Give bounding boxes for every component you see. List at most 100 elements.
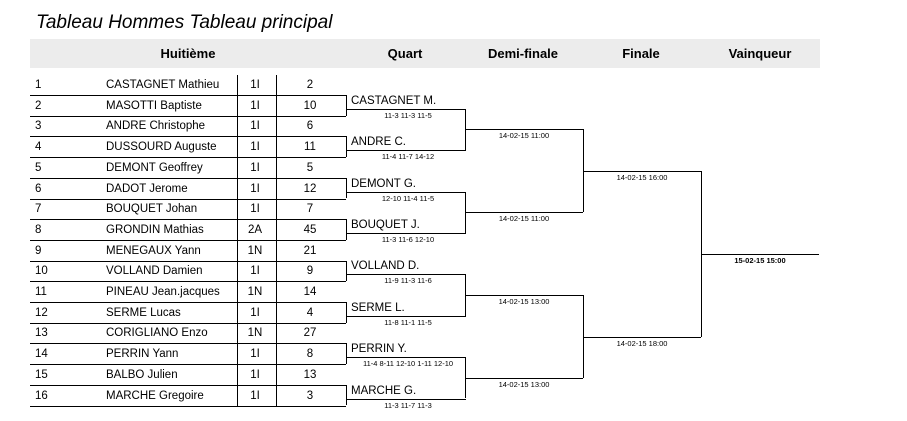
player-name: SERME Lucas xyxy=(106,306,181,319)
semi-date: 14-02-15 11:00 xyxy=(498,131,550,140)
header-huitieme: Huitième xyxy=(160,46,216,61)
player-rank: 4 xyxy=(306,306,314,319)
quarter-line xyxy=(346,191,466,193)
bracket-connector xyxy=(346,384,347,406)
player-level: 1I xyxy=(250,79,260,91)
header-vainqueur: Vainqueur xyxy=(728,46,792,61)
bracket-connector xyxy=(346,136,347,158)
quarter-line xyxy=(346,398,466,400)
quarter-score: 12-10 11-4 11-5 xyxy=(381,193,435,203)
player-level: 1I xyxy=(250,348,260,361)
player-name: GRONDIN Mathias xyxy=(106,223,204,236)
player-number: 9 xyxy=(35,244,42,257)
winner-line xyxy=(701,254,819,255)
player-level: 1I xyxy=(250,161,260,174)
final-line xyxy=(583,171,701,172)
quarter-line xyxy=(346,315,466,317)
player-number: 8 xyxy=(35,223,42,236)
player-number: 7 xyxy=(35,203,42,216)
quarter-line xyxy=(346,108,466,110)
player-name: DUSSOURD Auguste xyxy=(106,141,217,154)
bracket-connector xyxy=(465,357,466,399)
bracket-connector xyxy=(583,129,584,212)
player-number: 5 xyxy=(35,161,42,174)
player-rank: 14 xyxy=(303,286,317,298)
quarter-score: 11-3 11-7 11-3 xyxy=(384,400,432,410)
player-number: 11 xyxy=(35,286,47,298)
header-quart: Quart xyxy=(387,46,423,61)
player-name: BOUQUET Johan xyxy=(106,203,198,216)
semi-line xyxy=(465,129,583,130)
player-number: 12 xyxy=(35,306,48,319)
player-level: 1I xyxy=(250,203,260,216)
player-level: 1I xyxy=(250,182,260,195)
player-rank: 21 xyxy=(303,244,317,257)
bracket-connector xyxy=(346,219,347,240)
bracket-connector xyxy=(346,177,347,199)
quarter-winner: ANDRE C. xyxy=(351,136,406,149)
quarter-score: 11-4 11-7 14-12 xyxy=(381,152,435,162)
player-name: ANDRE Christophe xyxy=(106,120,206,133)
player-name: CASTAGNET Mathieu xyxy=(106,79,220,91)
quarter-winner: DEMONT G. xyxy=(351,177,416,190)
player-number: 10 xyxy=(35,265,48,278)
header-finale: Finale xyxy=(622,46,660,61)
player-level: 1I xyxy=(250,389,260,402)
winner-date: 15-02-15 15:00 xyxy=(734,256,786,265)
player-number: 4 xyxy=(35,141,42,154)
quarter-line xyxy=(346,150,466,152)
quarter-line xyxy=(346,232,466,234)
semi-line xyxy=(465,378,583,379)
player-level: 1N xyxy=(247,327,263,340)
player-number: 1 xyxy=(35,79,42,91)
semi-date: 14-02-15 13:00 xyxy=(498,297,550,306)
player-name: MENEGAUX Yann xyxy=(106,244,201,257)
final-date: 14-02-15 16:00 xyxy=(616,173,668,182)
player-rank: 13 xyxy=(303,368,317,381)
quarter-winner: MARCHE G. xyxy=(351,384,417,397)
player-level: 1I xyxy=(250,368,260,381)
quarter-winner: VOLLAND D. xyxy=(351,260,420,273)
semi-line xyxy=(465,212,583,213)
player-rank: 12 xyxy=(303,182,317,195)
player-level: 1N xyxy=(247,286,263,298)
player-rank: 11 xyxy=(304,141,316,154)
quarter-winner: SERME L. xyxy=(351,301,405,314)
player-name: BALBO Julien xyxy=(106,368,178,381)
player-level: 1I xyxy=(250,99,260,112)
quarter-line xyxy=(346,274,466,276)
player-number: 13 xyxy=(35,327,48,340)
player-level: 1I xyxy=(250,141,260,154)
player-level: 1I xyxy=(250,265,260,278)
quarter-winner: PERRIN Y. xyxy=(351,343,407,356)
quarter-score: 11-8 11-1 11-5 xyxy=(384,317,432,327)
bracket-connector xyxy=(465,274,466,316)
quarter-score: 11-4 8-11 12-10 1-11 12-10 xyxy=(362,359,454,369)
final-line xyxy=(583,337,701,338)
column-separator xyxy=(276,75,277,407)
quarter-score: 11-3 11-6 12-10 xyxy=(381,234,435,244)
player-name: DEMONT Geoffrey xyxy=(106,161,203,174)
bracket-connector xyxy=(346,343,347,365)
quarter-winner: CASTAGNET M. xyxy=(351,94,437,107)
final-date: 14-02-15 18:00 xyxy=(616,339,668,348)
player-rank: 45 xyxy=(303,223,317,236)
player-number: 16 xyxy=(35,389,48,402)
quarter-score: 11-3 11-3 11-5 xyxy=(384,110,432,120)
player-rank: 3 xyxy=(306,389,314,402)
player-name: PERRIN Yann xyxy=(106,348,179,361)
player-rank: 9 xyxy=(306,265,314,278)
semi-line xyxy=(465,295,583,296)
player-row: 4 DUSSOURD Auguste 1I 11 xyxy=(30,137,346,159)
player-number: 2 xyxy=(35,99,42,112)
